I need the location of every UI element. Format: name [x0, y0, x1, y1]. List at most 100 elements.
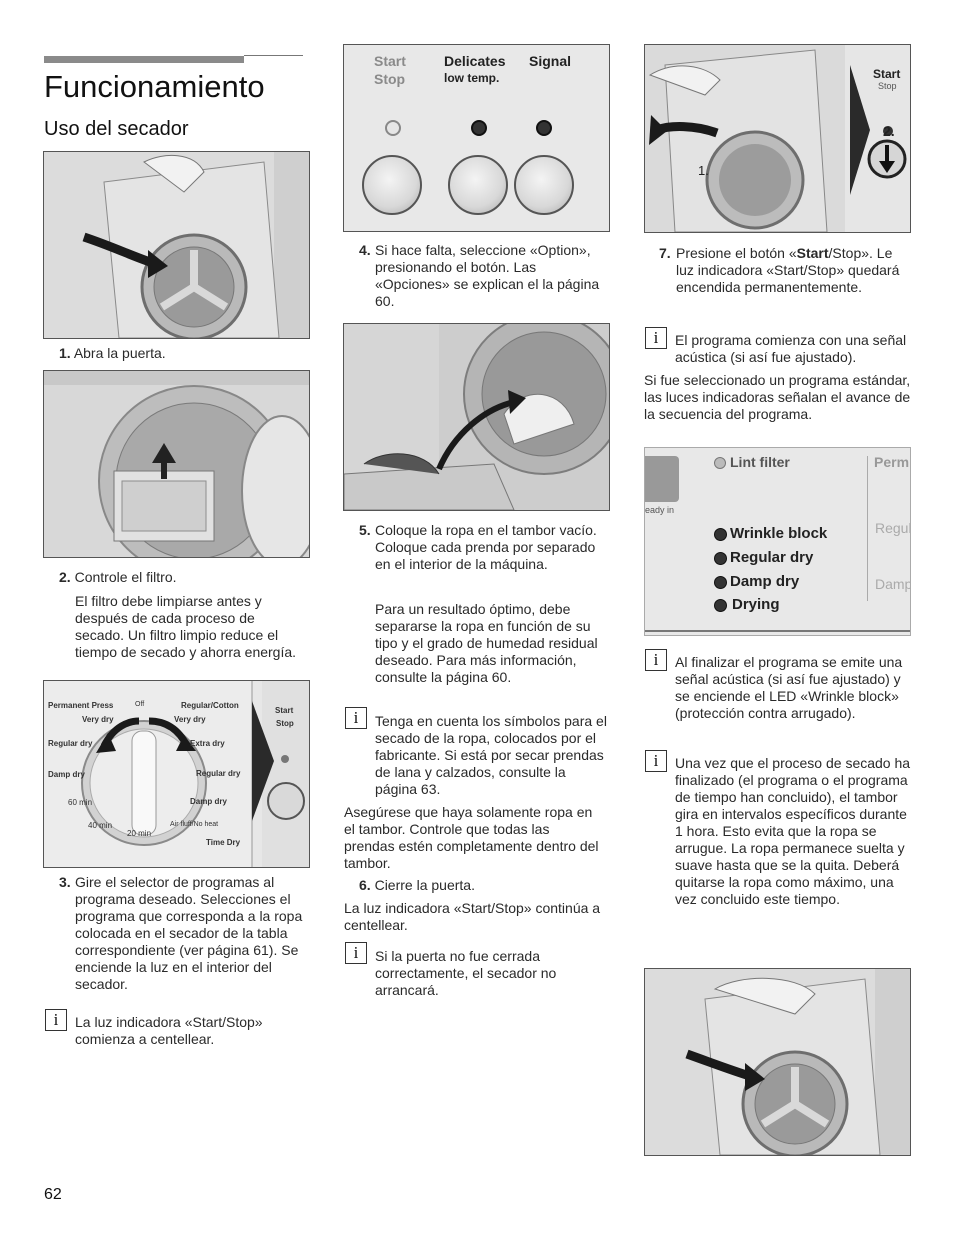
section-subtitle: Uso del secador [44, 118, 189, 140]
step-4-text: Si hace falta, seleccione «Option», pres… [375, 242, 600, 309]
dial-label-regular-dry-right: Regular dry [196, 769, 241, 778]
panel-low-temp-label: low temp. [444, 71, 500, 85]
step-2-paragraph: El filtro debe limpiarse antes y después… [75, 593, 297, 660]
info-icon: i [645, 327, 667, 349]
step-2-text: Controle el filtro. [74, 569, 177, 585]
figure-status-panel: eady in Lint filter Perm Regul Damp Wrin… [644, 447, 911, 636]
dial-label-60min: 60 min [68, 798, 93, 807]
step-2: 2. Controle el filtro. [59, 569, 177, 586]
info-icon: i [645, 750, 667, 772]
regul-label: Regul [875, 520, 911, 536]
step-1-text: Abra la puerta. [73, 345, 166, 361]
signal-led [536, 120, 552, 136]
step-6-text: Cierre la puerta. [374, 877, 475, 893]
step-2-number: 2. [59, 569, 71, 585]
info-note-2: Tenga en cuenta los símbolos para el sec… [375, 713, 607, 797]
step-7-number: 7. [659, 245, 671, 261]
dial-label-damp-dry-right: Damp dry [190, 797, 227, 806]
delicates-button[interactable] [448, 155, 508, 215]
damp-dry-label: Damp dry [730, 573, 800, 590]
step-1: 1. Abra la puerta. [59, 345, 166, 362]
panel-bottom-line [645, 630, 910, 632]
step-7-text-bold: Start [796, 245, 829, 261]
dial-label-very-dry-left: Very dry [82, 715, 114, 724]
delicates-led [471, 120, 487, 136]
start-stop-led [385, 120, 401, 136]
ready-in-label: eady in [645, 505, 675, 515]
lint-filter-led [714, 457, 726, 469]
figure-check-filter [43, 370, 310, 558]
lint-filter-label: Lint filter [730, 454, 790, 470]
fig7-marker-2: 2. [883, 123, 895, 139]
ready-in-display [645, 456, 679, 502]
header-rule-thick [44, 56, 244, 63]
step-3-text: Gire el selector de programas al program… [75, 874, 303, 992]
header-rule-thin [244, 55, 303, 56]
dial-label-damp-dry-left: Damp dry [48, 770, 85, 779]
dial-label-regular-dry-left: Regular dry [48, 739, 93, 748]
damp-dry-led [714, 576, 727, 589]
figure-open-door [43, 151, 310, 339]
figure-control-panel: Start Stop Delicates low temp. Signal [343, 44, 610, 232]
panel-start-label: Start [374, 53, 406, 69]
paragraph-light-blinks: La luz indicadora «Start/Stop» continúa … [344, 900, 601, 933]
figure-load-laundry [343, 323, 610, 511]
step-6-number: 6. [359, 877, 371, 893]
info-note-5: Al finalizar el programa se emite una se… [675, 654, 903, 721]
page-title: Funcionamiento [44, 69, 265, 104]
dial-label-air-fluff: Air fluff/No heat [170, 821, 219, 828]
step-5-text: Coloque la ropa en el tambor vacío. Colo… [375, 522, 597, 572]
paragraph-standard-program: Si fue seleccionado un programa estándar… [644, 372, 911, 422]
damp-label: Damp [875, 576, 911, 592]
start-stop-button[interactable] [362, 155, 422, 215]
info-note-6: Una vez que el proceso de secado ha fina… [675, 755, 911, 907]
info-icon: i [345, 942, 367, 964]
step-6: 6. Cierre la puerta. [359, 877, 475, 894]
step-3-number: 3. [59, 874, 71, 890]
dial-start-label: Start [275, 706, 294, 715]
figure-remove-laundry [644, 968, 911, 1156]
dial-label-extra-dry: Extra dry [190, 739, 225, 748]
panel-signal-label: Signal [529, 53, 572, 69]
step-5-paragraph: Para un resultado óptimo, debe separarse… [375, 601, 598, 685]
step-7: 7. Presione el botón «Start/Stop». Le lu… [659, 245, 909, 296]
figure-close-door-start: Start Stop 1. 2. [644, 44, 911, 233]
step-5: 5. Coloque la ropa en el tambor vacío. C… [359, 522, 609, 573]
perm-label: Perm [874, 454, 910, 470]
step-7-body: Presione el botón «Start/Stop». Le luz i… [676, 245, 909, 296]
panel-stop-label: Stop [374, 71, 406, 87]
paragraph-ensure-laundry: Asegúrese que haya solamente ropa en el … [344, 804, 599, 871]
dial-label-regular-cotton: Regular/Cotton [181, 701, 239, 710]
page-number: 62 [44, 1186, 62, 1203]
step-5-number: 5. [359, 522, 371, 538]
dial-label-time-dry: Time Dry [206, 838, 241, 847]
signal-button[interactable] [514, 155, 574, 215]
regular-dry-label: Regular dry [730, 549, 814, 566]
drying-led [714, 599, 727, 612]
dial-label-very-dry-right: Very dry [174, 715, 206, 724]
dial-label-40min: 40 min [88, 821, 113, 830]
step-4-number: 4. [359, 242, 371, 258]
dial-label-off: Off [135, 701, 145, 708]
dial-label-20min: 20 min [127, 829, 152, 838]
fig7-stop-label: Stop [878, 81, 897, 91]
fig7-start-label: Start [873, 67, 901, 81]
info-note-1: La luz indicadora «Start/Stop» comienza … [75, 1014, 263, 1047]
wrinkle-block-label: Wrinkle block [730, 525, 828, 542]
dial-stop-label: Stop [276, 719, 294, 728]
wrinkle-block-led [714, 528, 727, 541]
panel-delicates-label: Delicates [444, 53, 506, 69]
drying-label: Drying [732, 596, 780, 613]
panel-divider [867, 456, 868, 601]
step-7-text-pre: Presione el botón « [676, 245, 797, 261]
figure-program-dial: Permanent Press Regular/Cotton Off Very … [43, 680, 310, 868]
dial-label-permanent-press: Permanent Press [48, 701, 114, 710]
step-4: 4. Si hace falta, seleccione «Option», p… [359, 242, 609, 310]
step-1-number: 1. [59, 345, 71, 361]
info-note-4: El programa comienza con una señal acúst… [675, 332, 907, 365]
info-icon: i [645, 649, 667, 671]
fig7-marker-1: 1. [698, 163, 709, 178]
info-note-3: Si la puerta no fue cerrada correctament… [375, 948, 557, 998]
step-7-text-post: /Stop». Le luz indicadora «Start/Stop» q… [676, 245, 900, 295]
regular-dry-led [714, 552, 727, 565]
